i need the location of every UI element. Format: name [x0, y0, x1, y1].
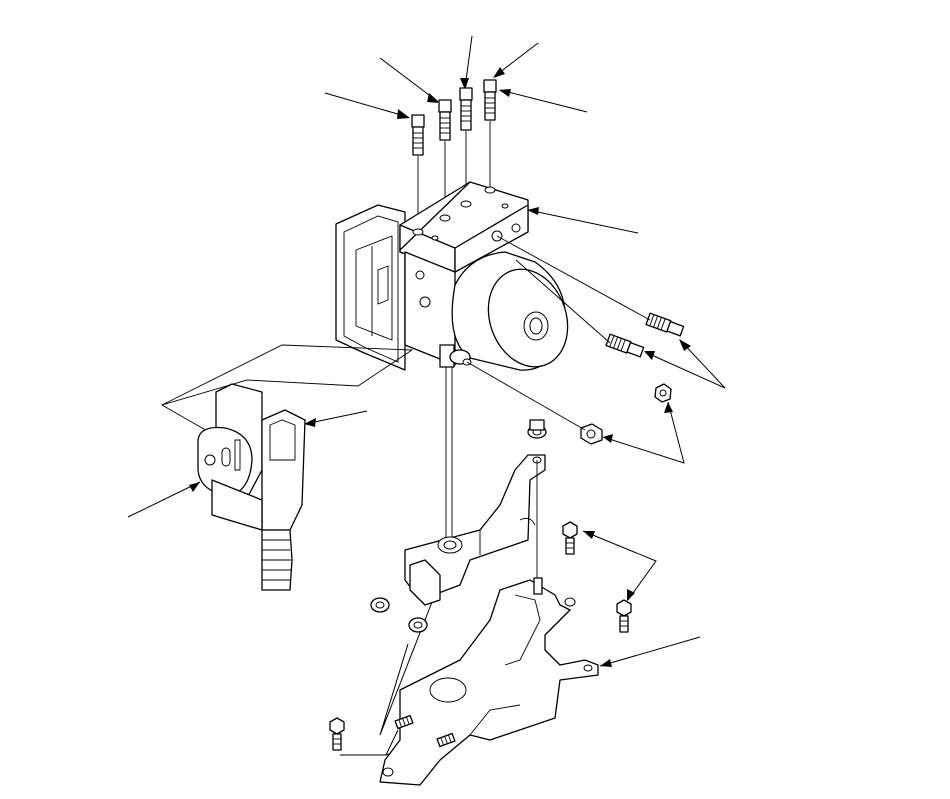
hex-nuts — [466, 361, 672, 445]
fitting-3 — [459, 87, 473, 131]
abs-modulator-unit — [335, 181, 569, 371]
brake-line-fittings — [411, 79, 497, 232]
leader-grommets — [379, 601, 433, 736]
leader-fitting-2 — [379, 57, 438, 102]
leader-bleeder-2 — [644, 351, 726, 389]
fitting-2 — [438, 99, 452, 141]
leader-bracket-bolts — [582, 530, 657, 601]
fitting-4 — [483, 79, 497, 121]
leader-connector — [127, 481, 201, 518]
leader-modulator — [527, 209, 639, 234]
bleeder-screws — [496, 235, 685, 358]
leader-lines — [127, 35, 726, 756]
grommets — [370, 419, 547, 633]
leader-fitting-5 — [499, 89, 588, 113]
wiring-connector — [160, 344, 414, 591]
arrowheads — [189, 67, 691, 667]
leader-fitting-1 — [324, 92, 409, 118]
fitting-1 — [411, 114, 425, 156]
leader-bracket — [599, 636, 701, 667]
bolts — [329, 521, 632, 751]
mounting-bracket — [379, 367, 599, 786]
leader-nut — [602, 401, 685, 464]
leader-bottom-bolts — [340, 729, 399, 756]
